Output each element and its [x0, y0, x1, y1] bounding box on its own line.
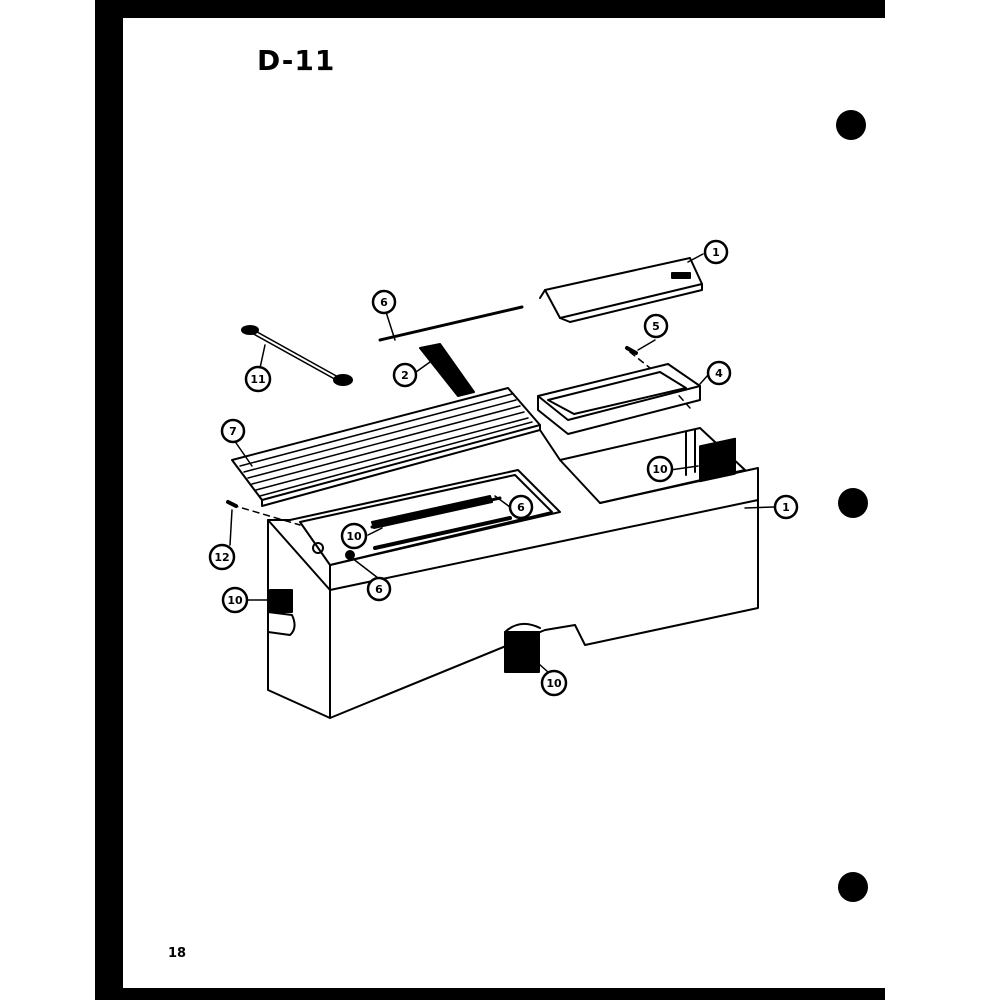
binder-hole-top — [836, 110, 866, 140]
svg-text:4: 4 — [715, 367, 723, 380]
page-number: 18 — [168, 946, 187, 961]
callout-7: 7 — [220, 418, 246, 444]
binder-hole-middle — [838, 488, 868, 518]
svg-text:10: 10 — [652, 463, 668, 476]
callout-1: 1 — [773, 494, 799, 520]
callout-4: 4 — [706, 360, 732, 386]
callout-6-front: 6 — [508, 494, 534, 520]
callout-12: 12 — [208, 543, 236, 571]
page-title: D-11 — [257, 44, 336, 77]
drain-tube — [241, 325, 353, 386]
svg-text:12: 12 — [214, 551, 229, 564]
svg-text:1: 1 — [782, 501, 790, 514]
svg-text:10: 10 — [227, 594, 243, 607]
callout-10-side: 10 — [221, 586, 249, 614]
callout-6-top: 6 — [371, 289, 397, 315]
top-grille — [231, 387, 541, 507]
filter-tray — [537, 363, 701, 435]
callout-markers: 1 5 4 6 2 11 7 10 1 6 10 6 12 10 10 — [208, 239, 799, 697]
screw-12 — [226, 500, 238, 508]
callout-11: 11 — [244, 365, 272, 393]
access-door — [539, 257, 703, 323]
scan-margin-right — [885, 0, 1000, 1000]
callout-3: 1 — [703, 239, 729, 265]
scan-border-left — [95, 0, 123, 1000]
leader-lines — [229, 253, 775, 673]
callout-10-compartment: 10 — [646, 455, 674, 483]
svg-text:6: 6 — [517, 501, 525, 514]
foam-strip — [419, 343, 475, 397]
scan-border-top — [95, 0, 1000, 18]
svg-text:6: 6 — [380, 296, 388, 309]
svg-text:10: 10 — [346, 530, 362, 543]
rod — [378, 305, 524, 342]
callout-10-front: 10 — [340, 522, 368, 550]
svg-text:1: 1 — [712, 246, 720, 259]
svg-text:2: 2 — [401, 369, 409, 382]
callout-10-bottom: 10 — [540, 669, 568, 697]
binder-hole-bottom — [838, 872, 868, 902]
svg-text:5: 5 — [652, 320, 660, 333]
svg-text:10: 10 — [546, 677, 562, 690]
svg-text:11: 11 — [250, 373, 265, 386]
svg-text:7: 7 — [229, 425, 237, 438]
svg-text:6: 6 — [375, 583, 383, 596]
scan-border-bottom — [95, 988, 1000, 1000]
screw-5 — [625, 346, 638, 355]
callout-5: 5 — [643, 313, 669, 339]
callout-6-lower: 6 — [366, 576, 392, 602]
callout-2: 2 — [392, 362, 418, 388]
cabinet-body — [231, 351, 759, 719]
